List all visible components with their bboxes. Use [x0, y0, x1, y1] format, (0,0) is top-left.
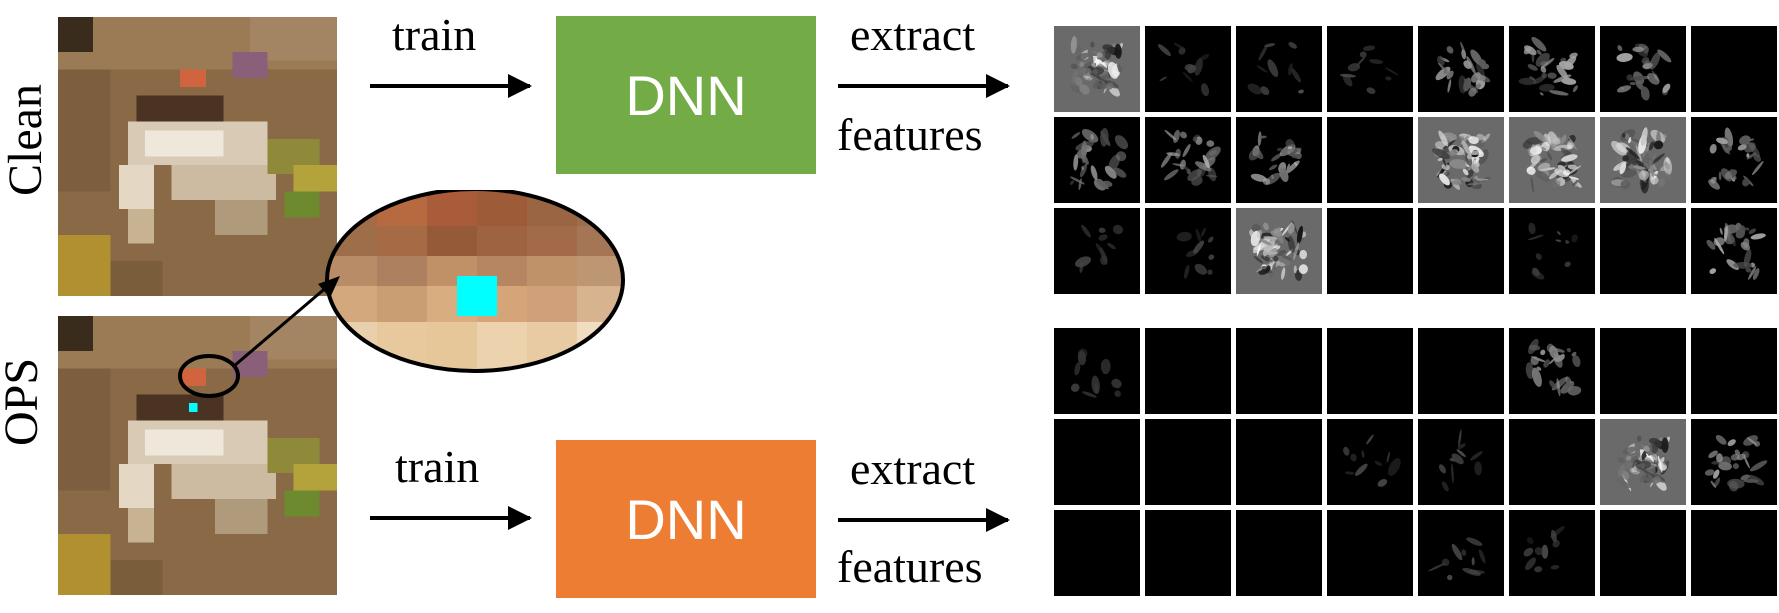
- ops-feature-map: [1691, 419, 1777, 505]
- ops-train-arrow: [370, 506, 532, 530]
- ops-feature-map: [1600, 510, 1686, 596]
- clean-extract-label: extract: [850, 9, 976, 60]
- clean-frog-image: [58, 17, 337, 296]
- ops-feature-map: [1236, 328, 1322, 414]
- clean-train-label: train: [392, 9, 477, 60]
- clean-feature-map: [1145, 26, 1231, 112]
- ops-feature-maps: [1054, 328, 1777, 596]
- ops-frog-image: [58, 316, 337, 595]
- clean-feature-map: [1509, 208, 1595, 294]
- magnifier: [178, 190, 625, 398]
- clean-extract-arrow: [838, 74, 1010, 98]
- clean-feature-map: [1600, 208, 1686, 294]
- clean-feature-map: [1054, 117, 1140, 203]
- clean-feature-map: [1691, 208, 1777, 294]
- clean-feature-map: [1054, 26, 1140, 112]
- ops-feature-map: [1418, 419, 1504, 505]
- ops-feature-map: [1418, 328, 1504, 414]
- ops-feature-map: [1054, 328, 1140, 414]
- ops-feature-map: [1145, 510, 1231, 596]
- ops-feature-map: [1691, 510, 1777, 596]
- ops-feature-map: [1236, 419, 1322, 505]
- clean-feature-map: [1145, 117, 1231, 203]
- clean-feature-map: [1236, 26, 1322, 112]
- ops-feature-map: [1600, 419, 1686, 505]
- clean-train-arrow: [370, 74, 532, 98]
- ops-feature-map: [1509, 419, 1595, 505]
- row-label-ops: OPS: [0, 357, 48, 447]
- ops-train-label: train: [395, 441, 480, 492]
- ops-feature-map: [1145, 419, 1231, 505]
- ops-feature-map: [1145, 328, 1231, 414]
- clean-feature-map: [1691, 117, 1777, 203]
- ops-feature-map: [1327, 328, 1413, 414]
- clean-feature-map: [1418, 26, 1504, 112]
- ops-feature-map: [1418, 510, 1504, 596]
- clean-dnn-box: DNN: [556, 16, 816, 174]
- clean-feature-map: [1327, 208, 1413, 294]
- ops-feature-map: [1327, 510, 1413, 596]
- row-label-clean: Clean: [0, 84, 52, 196]
- ops-feature-map: [1054, 419, 1140, 505]
- clean-features-label: features: [837, 109, 983, 160]
- perturbed-pixel: [457, 276, 497, 316]
- clean-feature-map: [1145, 208, 1231, 294]
- clean-feature-map: [1236, 208, 1322, 294]
- clean-feature-map: [1236, 117, 1322, 203]
- clean-feature-map: [1691, 26, 1777, 112]
- clean-feature-map: [1327, 117, 1413, 203]
- clean-feature-map: [1418, 117, 1504, 203]
- ops-feature-map: [1509, 328, 1595, 414]
- ops-features-label: features: [837, 541, 983, 592]
- ops-dnn-box: DNN: [556, 440, 816, 598]
- ops-feature-map: [1054, 510, 1140, 596]
- ops-feature-map: [1509, 510, 1595, 596]
- ops-feature-map: [1600, 328, 1686, 414]
- clean-feature-map: [1418, 208, 1504, 294]
- clean-feature-map: [1054, 208, 1140, 294]
- clean-feature-maps: [1054, 26, 1777, 294]
- clean-feature-map: [1509, 26, 1595, 112]
- clean-feature-map: [1509, 117, 1595, 203]
- clean-feature-map: [1327, 26, 1413, 112]
- ops-feature-map: [1327, 419, 1413, 505]
- ops-extract-label: extract: [850, 443, 976, 494]
- ops-extract-arrow: [838, 508, 1010, 532]
- clean-feature-map: [1600, 26, 1686, 112]
- ops-feature-map: [1236, 510, 1322, 596]
- clean-feature-map: [1600, 117, 1686, 203]
- ops-feature-map: [1691, 328, 1777, 414]
